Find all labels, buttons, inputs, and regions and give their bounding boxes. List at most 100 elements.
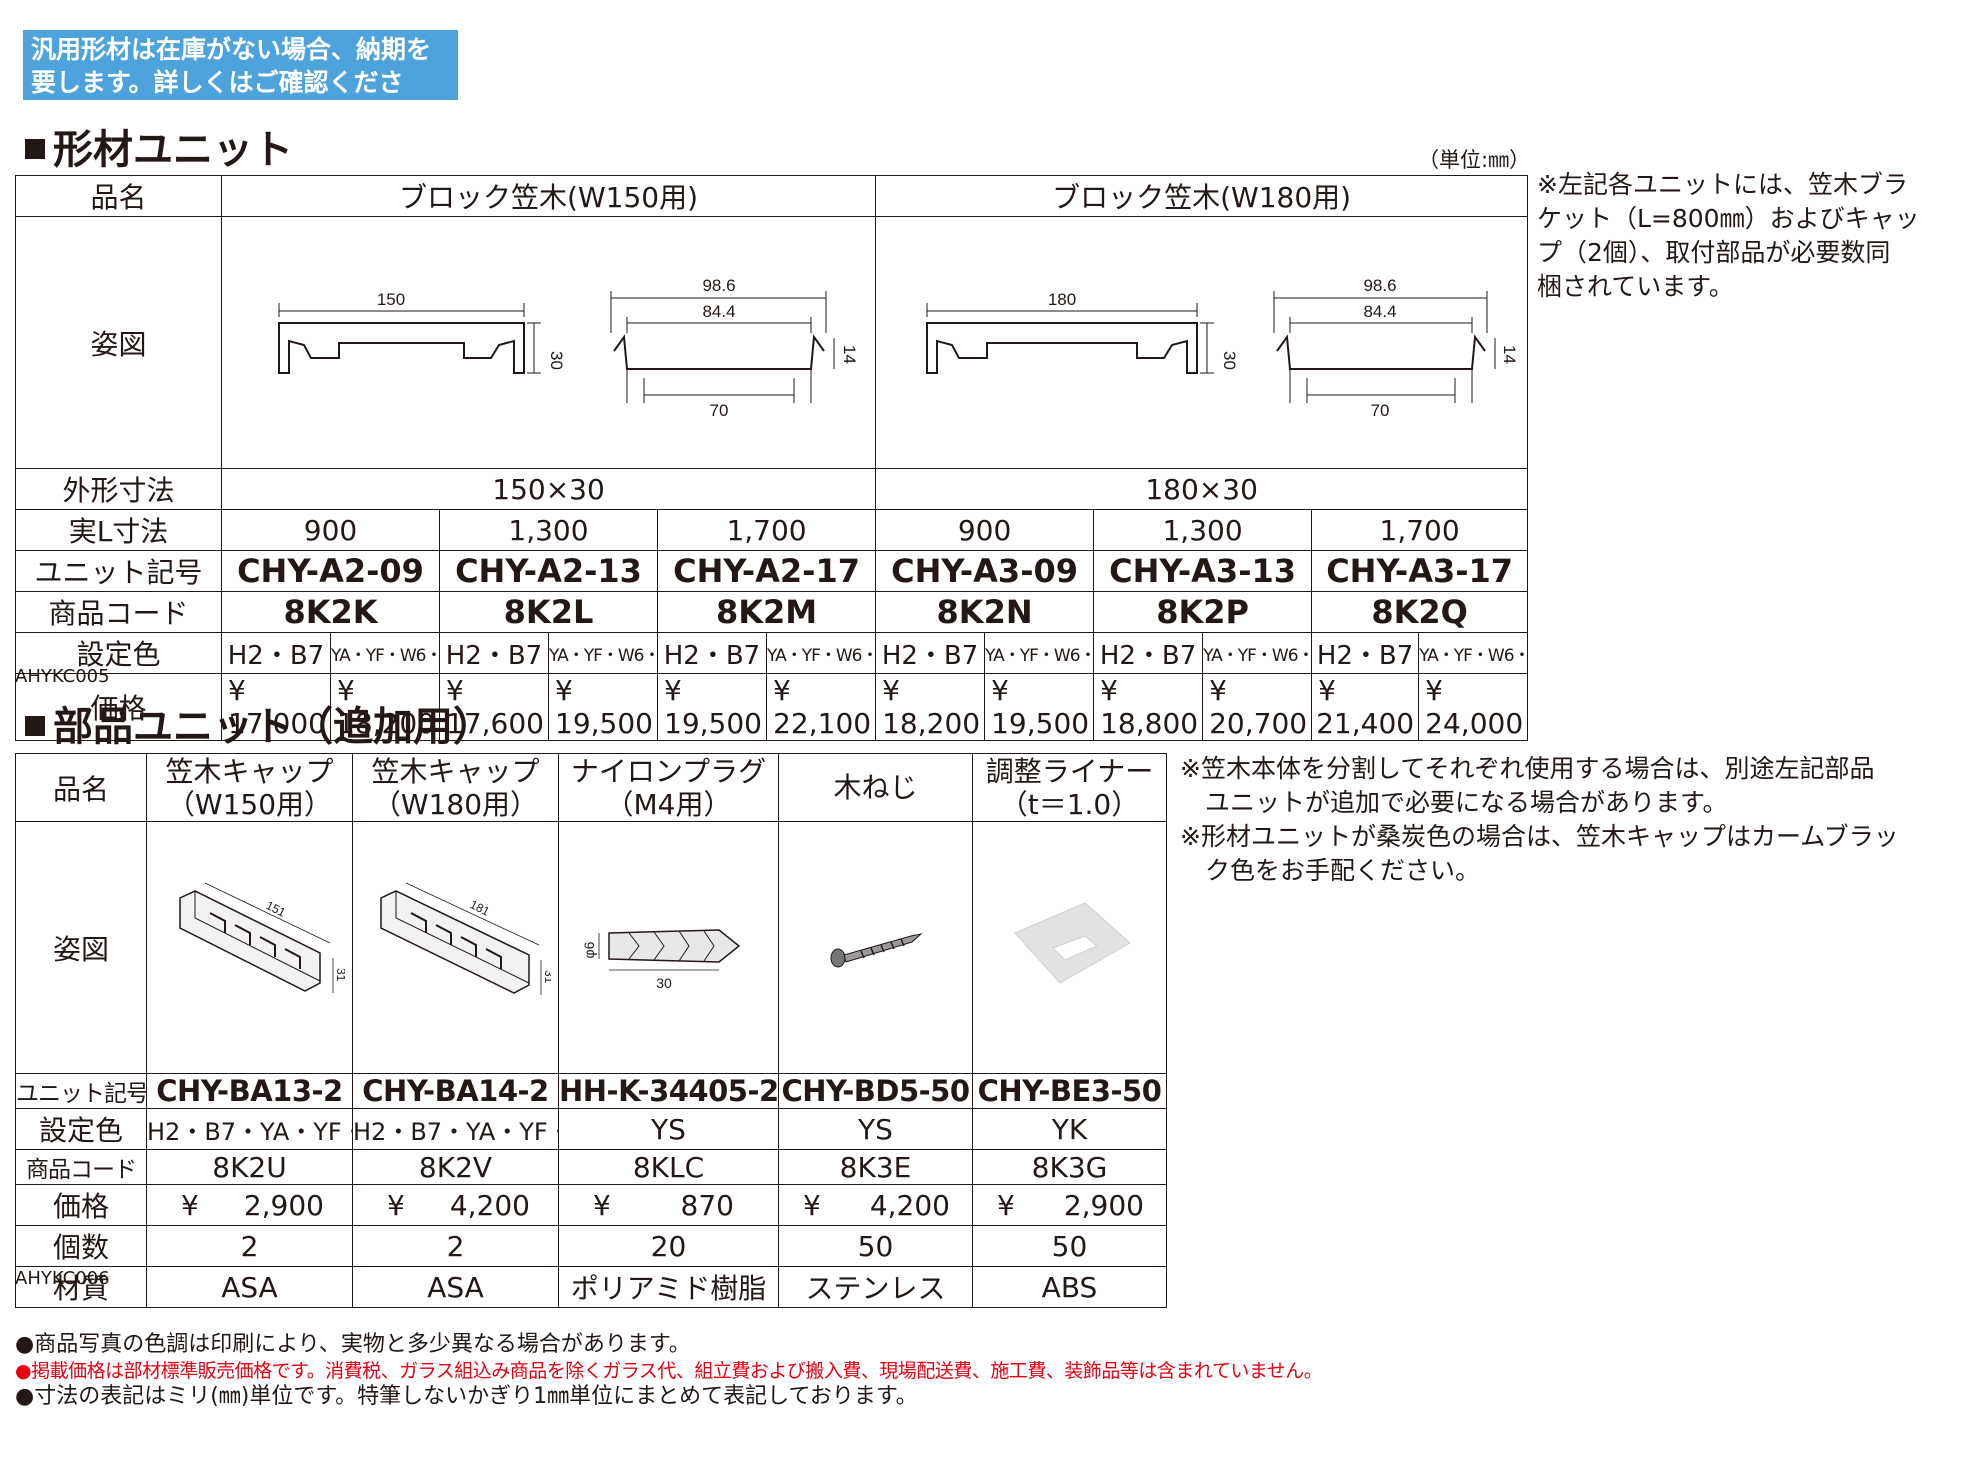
length-cell: 900 bbox=[221, 509, 440, 551]
part-name-cell: 笠木キャップ（W150用） bbox=[146, 753, 353, 822]
cap-drawing-w180: 181 31 bbox=[379, 882, 551, 995]
product-code-cell: 8KLC bbox=[558, 1149, 779, 1185]
dim-length: 181 bbox=[467, 897, 491, 919]
unit-code-cell: CHY-BD5-50 bbox=[778, 1073, 973, 1109]
price-cell: ¥22,100 bbox=[765, 673, 877, 741]
material-cell: ASA bbox=[352, 1266, 559, 1308]
unit-code-cell: CHY-BA13-2 bbox=[146, 1073, 353, 1109]
price-cell: ¥17,000 bbox=[221, 673, 331, 741]
color-cell: YA・YF・W6・KG bbox=[330, 632, 440, 674]
color-cell: YA・YF・W6・KG bbox=[548, 632, 658, 674]
dim-length: 151 bbox=[263, 898, 287, 920]
color-cell: H2・B7 bbox=[657, 632, 767, 674]
plug-drawing: φ6 30 bbox=[581, 928, 740, 991]
square-icon bbox=[25, 716, 45, 736]
material-cell: ABS bbox=[972, 1266, 1167, 1308]
material-cell: ポリアミド樹脂 bbox=[558, 1266, 779, 1308]
price-cell: ¥21,400 bbox=[1311, 673, 1420, 741]
notice-line2: 要します。詳しくはご確認ください。 bbox=[31, 68, 404, 130]
dim-d1: 98.6 bbox=[702, 276, 735, 295]
dim-height: 30 bbox=[547, 351, 566, 370]
dim-width: 150 bbox=[376, 290, 404, 309]
label-name: 品名 bbox=[15, 753, 147, 822]
dim-width: 180 bbox=[1047, 290, 1075, 309]
dim-d2: 84.4 bbox=[1363, 302, 1396, 321]
dim-d2: 84.4 bbox=[702, 302, 735, 321]
group-name-w180: ブロック笠木(W180用) bbox=[875, 175, 1529, 217]
product-code-cell: 8K3E bbox=[778, 1149, 973, 1185]
price-cell: ¥870 bbox=[558, 1184, 779, 1226]
label-outer: 外形寸法 bbox=[15, 468, 222, 510]
dim-height: 31 bbox=[542, 970, 551, 984]
unit-code-cell: CHY-BA14-2 bbox=[352, 1073, 559, 1109]
group-name-w150: ブロック笠木(W150用) bbox=[220, 175, 877, 217]
length-cell: 1,300 bbox=[439, 509, 658, 551]
dim-diameter: φ6 bbox=[581, 941, 597, 958]
unit-code-cell: CHY-A2-17 bbox=[656, 550, 877, 592]
unit-code-cell: CHY-A3-09 bbox=[875, 550, 1095, 592]
color-cell: H2・B7 bbox=[439, 632, 549, 674]
color-cell: YK bbox=[972, 1108, 1167, 1150]
label-product-code: 商品コード bbox=[15, 1149, 147, 1185]
label-unit-code: ユニット記号 bbox=[15, 1073, 147, 1109]
qty-cell: 50 bbox=[778, 1225, 973, 1267]
price-cell: ¥18,200 bbox=[875, 673, 986, 741]
stock-notice: 汎用形材は在庫がない場合、納期を 要します。詳しくはご確認ください。 bbox=[23, 30, 458, 130]
unit-code-cell: CHY-A2-13 bbox=[439, 550, 658, 592]
color-cell: H2・B7 bbox=[1311, 632, 1420, 674]
dim-d4: 14 bbox=[1500, 345, 1519, 364]
square-icon bbox=[25, 139, 45, 159]
color-cell: H2・B7 bbox=[221, 632, 331, 674]
length-cell: 900 bbox=[875, 509, 1095, 551]
unit-code-cell: CHY-A2-09 bbox=[221, 550, 440, 592]
price-cell: ¥19,500 bbox=[548, 673, 658, 741]
label-figure: 姿図 bbox=[15, 821, 147, 1074]
figure-w150: 150 30 98.6 84.4 70 14 bbox=[220, 216, 877, 469]
section2-note: ※笠木本体を分割してそれぞれ使用する場合は、別途左記部品 ユニットが追加で必要に… bbox=[1180, 754, 1899, 885]
qty-cell: 2 bbox=[352, 1225, 559, 1267]
price-cell: ¥17,600 bbox=[439, 673, 549, 741]
color-cell: YA・YF・W6・KG bbox=[984, 632, 1095, 674]
label-length: 実L寸法 bbox=[15, 509, 222, 551]
color-cell: H2・B7 bbox=[1093, 632, 1204, 674]
figure-cap-w150: 151 31 bbox=[146, 821, 353, 1074]
price-cell: ¥19,500 bbox=[984, 673, 1095, 741]
dim-length: 30 bbox=[656, 975, 672, 991]
price-cell: ¥24,000 bbox=[1418, 673, 1529, 741]
color-cell: YA・YF・W6・KG bbox=[765, 632, 877, 674]
product-code-cell: 8K2K bbox=[221, 591, 440, 633]
qty-cell: 50 bbox=[972, 1225, 1167, 1267]
label-product-code: 商品コード bbox=[15, 591, 222, 633]
footer-note-3: ●寸法の表記はミリ(㎜)単位です。特筆しないかぎり1㎜単位にまとめて表記しており… bbox=[15, 1384, 918, 1409]
footer-note-1: ●商品写真の色調は印刷により、実物と多少異なる場合があります。 bbox=[15, 1332, 691, 1357]
liner-icon bbox=[1013, 901, 1131, 984]
price-cell: ¥2,900 bbox=[972, 1184, 1167, 1226]
part-name-cell: 調整ライナー（t＝1.0） bbox=[972, 753, 1167, 822]
product-code-cell: 8K2N bbox=[875, 591, 1095, 633]
dim-d3: 70 bbox=[709, 401, 728, 420]
price-cell: ¥2,900 bbox=[146, 1184, 353, 1226]
length-cell: 1,700 bbox=[656, 509, 877, 551]
price-cell: ¥19,500 bbox=[657, 673, 767, 741]
color-cell: YS bbox=[778, 1108, 973, 1150]
part-name-cell: 笠木キャップ（W180用） bbox=[352, 753, 559, 822]
product-code-cell: 8K2L bbox=[439, 591, 658, 633]
parts-unit-table: 品名 笠木キャップ（W150用） 笠木キャップ（W180用） ナイロンプラグ（M… bbox=[15, 753, 1167, 1308]
profile-unit-table: 品名 ブロック笠木(W150用) ブロック笠木(W180用) 姿図 150 30… bbox=[15, 175, 1529, 741]
price-cell: ¥20,700 bbox=[1202, 673, 1313, 741]
figure-code-2: AHYKC006 bbox=[15, 1268, 110, 1289]
profile-drawing-w150: 150 30 98.6 84.4 70 14 bbox=[277, 276, 859, 420]
label-qty: 個数 bbox=[15, 1225, 147, 1267]
color-cell: H2・B7 bbox=[875, 632, 986, 674]
product-code-cell: 8K2U bbox=[146, 1149, 353, 1185]
label-unit-code: ユニット記号 bbox=[15, 550, 222, 592]
unit-code-cell: HH-K-34405-20 bbox=[558, 1073, 779, 1109]
figure-screw bbox=[778, 821, 973, 1074]
price-cell: ¥4,200 bbox=[352, 1184, 559, 1226]
product-code-cell: 8K2Q bbox=[1311, 591, 1529, 633]
footer-note-2: ●掲載価格は部材標準販売価格です。消費税、ガラス組込み商品を除くガラス代、組立費… bbox=[15, 1360, 1323, 1382]
dim-d3: 70 bbox=[1370, 401, 1389, 420]
unit-code-cell: CHY-A3-17 bbox=[1311, 550, 1529, 592]
unit-code-cell: CHY-BE3-50 bbox=[972, 1073, 1167, 1109]
length-cell: 1,700 bbox=[1311, 509, 1529, 551]
